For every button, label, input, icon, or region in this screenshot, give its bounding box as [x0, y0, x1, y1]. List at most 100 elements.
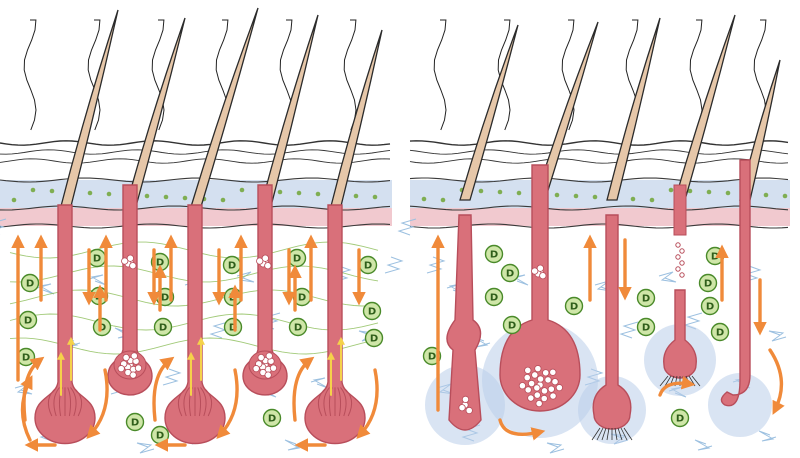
- hair-shaft: [534, 21, 599, 201]
- layer-boundary-line: [0, 177, 391, 183]
- bulb-cell-cluster: [252, 352, 278, 379]
- vitamin-d-circle: [362, 301, 382, 321]
- cluster-cell: [551, 378, 559, 386]
- cluster-cell: [539, 272, 547, 280]
- root-fiber: [617, 427, 623, 441]
- vitamin-d-label: D: [570, 302, 578, 313]
- vitamin-d-circle: [500, 263, 520, 283]
- cluster-cell: [533, 384, 541, 392]
- papilla-line: [337, 387, 342, 417]
- cluster-cell: [257, 353, 265, 362]
- shaft-cell-cluster: [531, 264, 547, 280]
- vitamin-d-circle: [636, 317, 656, 337]
- cluster-cell: [121, 257, 129, 265]
- vapor-line: [497, 19, 511, 131]
- vitamin-d-label: D: [704, 279, 712, 290]
- vitamin-d-label: D: [229, 323, 237, 334]
- follicle-enlarged-bulb: [499, 164, 581, 412]
- papilla-line: [53, 387, 60, 417]
- root-fiber: [606, 427, 610, 441]
- vitamin-d-label: D: [716, 328, 724, 339]
- vitamin-d-icon: D: [698, 273, 718, 293]
- epidermal-cell-dot: [421, 196, 427, 202]
- vitamin-d-circle: [564, 296, 584, 316]
- skin-surface-line: [0, 140, 391, 146]
- vapor-line: [343, 19, 357, 131]
- bulb-cell-cluster: [458, 395, 473, 415]
- epidermal-cell-dot: [668, 187, 674, 193]
- circulation-arrow: [498, 418, 546, 441]
- circulation-arrow: [20, 375, 33, 442]
- vapor-line: [151, 19, 165, 131]
- epidermal-cell-dot: [592, 194, 598, 200]
- detached-cell: [675, 254, 681, 260]
- cluster-cell: [269, 364, 278, 372]
- dermal-vessel: [0, 218, 7, 235]
- epidermal-cell-dot: [440, 197, 446, 203]
- epidermal-cell-dot: [220, 197, 226, 203]
- epidermal-cell-dot: [315, 191, 321, 197]
- cluster-cell: [134, 364, 143, 372]
- vitamin-d-label: D: [642, 294, 650, 305]
- epidermal-cell-dot: [296, 190, 302, 196]
- vitamin-d-icon: D: [153, 317, 173, 337]
- dermal-vessel: [658, 271, 677, 283]
- papilla-line: [202, 387, 213, 417]
- epidermal-cell-dot: [782, 193, 788, 199]
- follicles: [34, 7, 781, 445]
- circulation-arrow: [86, 368, 109, 440]
- papilla-line: [340, 387, 347, 417]
- shaft-cell-cluster: [121, 254, 137, 270]
- cluster-cell: [256, 257, 264, 265]
- cluster-cell: [117, 365, 125, 373]
- vitamin-d-label: D: [268, 414, 276, 425]
- vitamin-d-icon: D: [262, 408, 282, 428]
- cluster-cell: [465, 406, 473, 415]
- follicle-thinned: [446, 214, 482, 431]
- vitamin-d-icon: D: [20, 273, 40, 293]
- papilla-line: [177, 387, 188, 417]
- cluster-cell: [542, 369, 550, 377]
- papilla-line: [72, 387, 83, 417]
- follicle-healthy: [164, 204, 226, 445]
- vitamin-d-label: D: [159, 323, 167, 334]
- epidermal-cell-dot: [763, 192, 769, 198]
- cluster-cell: [129, 371, 137, 379]
- dermal-vessel: [384, 256, 404, 274]
- cluster-cell: [458, 404, 466, 412]
- root-fiber: [623, 427, 633, 441]
- vitamin-d-icon: D: [700, 296, 720, 316]
- dermal-vessel: [310, 377, 329, 389]
- vitamin-d-circle: [20, 273, 40, 293]
- epidermal-cell-dot: [725, 190, 731, 196]
- epidermal-cell-dot: [239, 187, 245, 193]
- vapor-line: [689, 19, 703, 131]
- bulb-cell-cluster: [117, 352, 143, 379]
- vitamin-d-icon: D: [222, 255, 242, 275]
- dermal-vessel: [758, 430, 777, 442]
- cluster-cell: [540, 394, 548, 403]
- epidermal-cell-dot: [554, 192, 560, 198]
- vitamin-d-circle: [698, 273, 718, 293]
- cluster-cell: [130, 352, 138, 360]
- dermal-vessel: [397, 218, 417, 236]
- vitamin-d-label: D: [26, 279, 34, 290]
- root-fiber: [601, 427, 607, 441]
- root-fiber: [659, 375, 669, 387]
- epidermal-cell-dot: [649, 197, 655, 203]
- circulation-arrow: [292, 356, 315, 422]
- root-fiber: [614, 427, 618, 441]
- epidermal-cell-dot: [478, 188, 484, 194]
- vitamin-d-icon: D: [564, 296, 584, 316]
- vitamin-d-icon: D: [125, 412, 145, 432]
- vitamin-d-icon: D: [358, 255, 378, 275]
- epidermal-cell-dot: [353, 193, 359, 199]
- cluster-cell: [523, 373, 531, 382]
- dermal-vessel: [426, 256, 446, 274]
- detached-cell: [675, 242, 681, 248]
- follicle-hooked: [720, 159, 751, 407]
- cluster-cell: [129, 262, 137, 270]
- epidermal-cell-dot: [372, 194, 378, 200]
- vitamin-d-icon: D: [636, 317, 656, 337]
- circulation-arrow: [356, 368, 379, 440]
